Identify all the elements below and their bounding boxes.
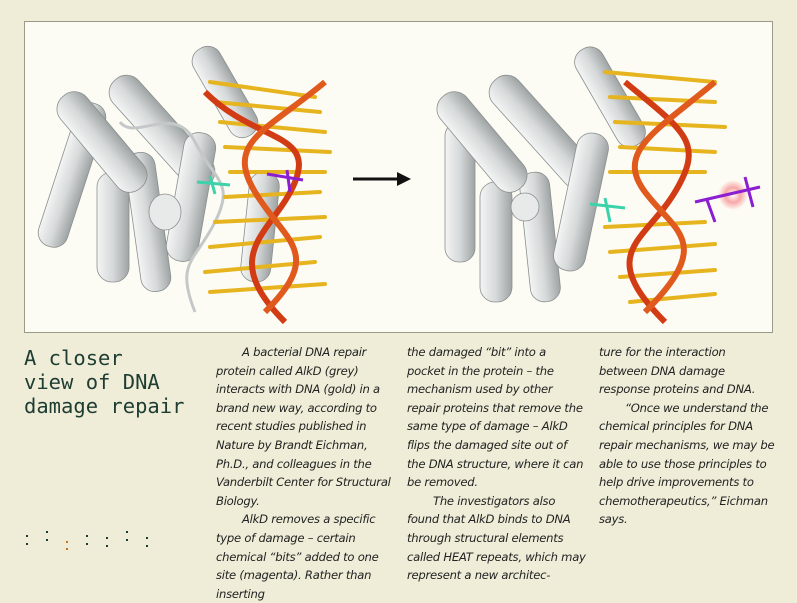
text-column-2: the damaged “bit” into a pocket in the p… [407, 343, 587, 585]
title-line: A closer [24, 346, 123, 370]
paragraph: The investigators also found that AlkD b… [407, 493, 586, 583]
text-column-1: A bacterial DNA repair protein called Al… [216, 343, 394, 603]
left-dna-helix [196, 79, 332, 325]
left-protein [37, 45, 280, 313]
article-title: A closer view of DNA damage repair [24, 346, 204, 418]
paragraph: AlkD removes a specific type of damage –… [216, 512, 379, 601]
right-arrow-icon [353, 172, 411, 186]
paragraph: A bacterial DNA repair protein called Al… [216, 345, 391, 508]
paragraph: “Once we understand the chemical princip… [599, 400, 775, 527]
title-line: damage repair [24, 394, 185, 418]
paragraph: the damaged “bit” into a pocket in the p… [407, 345, 584, 490]
text-column-3: ture for the interaction between DNA dam… [599, 343, 777, 529]
right-protein [436, 46, 646, 303]
right-dna-helix [589, 70, 761, 325]
title-line: view of DNA [24, 370, 160, 394]
damage-burst [718, 180, 748, 210]
structure-illustration [37, 45, 761, 325]
dotted-ornament-icon [26, 531, 166, 551]
paragraph: ture for the interaction between DNA dam… [599, 345, 756, 397]
molecular-structure-figure [24, 21, 773, 333]
